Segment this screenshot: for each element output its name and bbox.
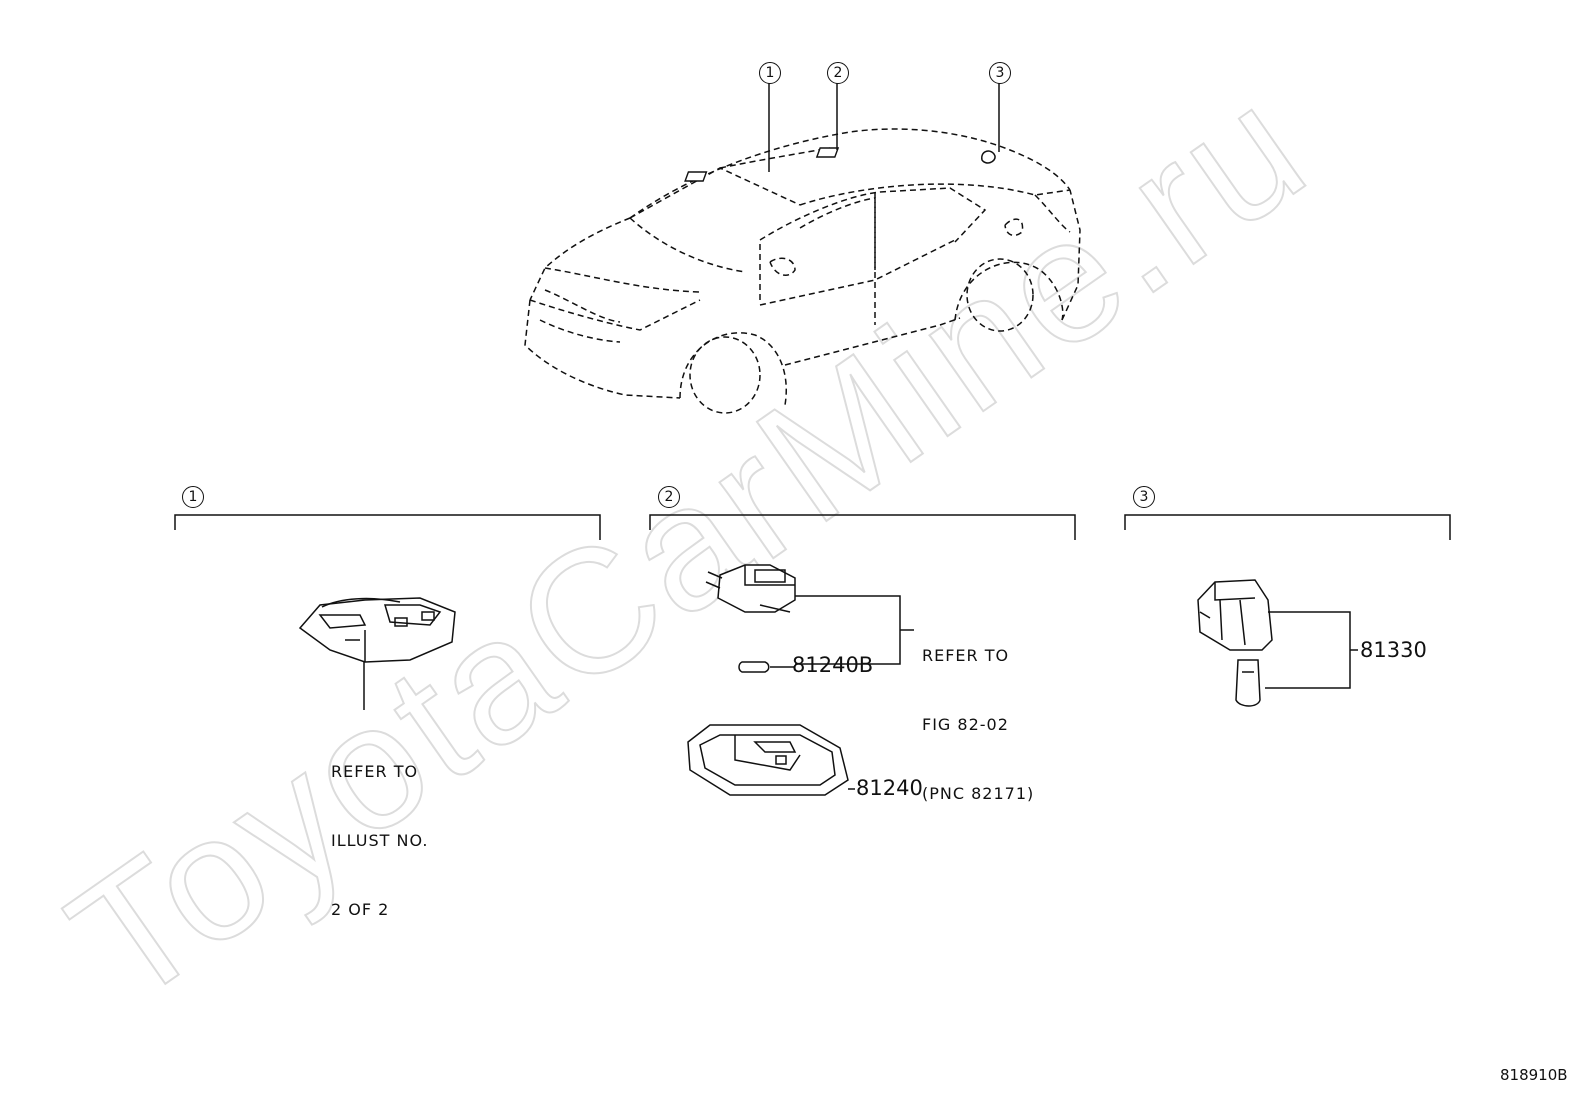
group-2-room-light <box>687 564 914 796</box>
callout-2: 2 <box>827 62 849 84</box>
part-number-81240[interactable]: 81240 <box>856 776 923 800</box>
group-1-number: 1 <box>182 486 204 508</box>
group-2-note-line-3: (PNC 82171) <box>922 784 1035 803</box>
group-2-note-line-2: FIG 82-02 <box>922 715 1009 734</box>
car-light-markers <box>684 147 996 182</box>
car-illustration <box>524 128 1081 414</box>
group-1-note-line-3: 2 OF 2 <box>331 900 390 919</box>
group-3-number: 3 <box>1133 486 1155 508</box>
group-2-note: REFER TO FIG 82-02 (PNC 82171) <box>922 598 1034 851</box>
group-2-note-line-1: REFER TO <box>922 646 1010 665</box>
group-1-note-line-1: REFER TO <box>331 762 419 781</box>
group-1-map-light <box>298 597 456 710</box>
figure-code: 818910B <box>1500 1066 1568 1084</box>
callout-3: 3 <box>989 62 1011 84</box>
group-1-note-line-2: ILLUST NO. <box>331 831 429 850</box>
group-brackets <box>174 514 1451 540</box>
part-number-81330[interactable]: 81330 <box>1360 638 1427 662</box>
callout-1: 1 <box>759 62 781 84</box>
group-2-number: 2 <box>658 486 680 508</box>
part-number-81240B[interactable]: 81240B <box>792 653 874 677</box>
callout-leaders <box>768 83 1000 172</box>
group-1-note: REFER TO ILLUST NO. 2 OF 2 <box>331 714 428 967</box>
group-3-luggage-light <box>1197 579 1358 707</box>
